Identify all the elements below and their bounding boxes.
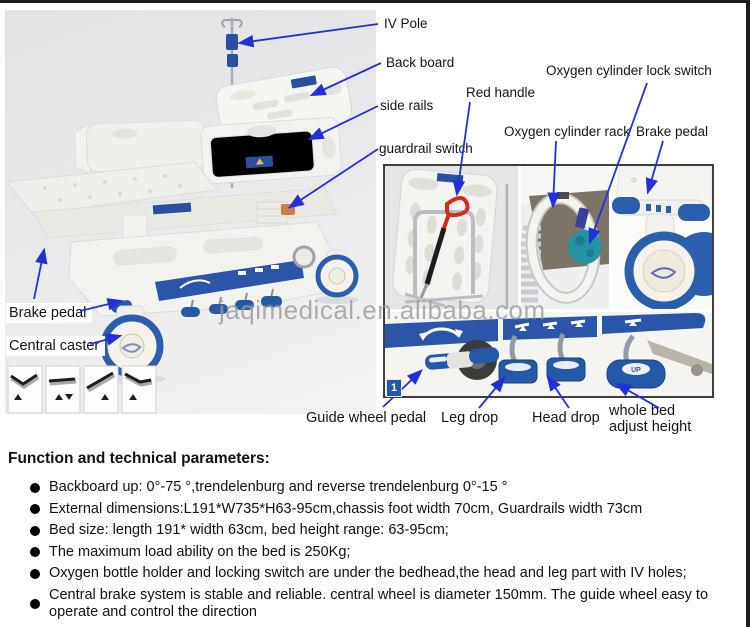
detail-photo-oxygen-rack [521, 166, 609, 309]
label-iv-pole: IV Pole [384, 16, 428, 31]
bed-position-icon-3 [83, 365, 119, 414]
label-head-drop: Head drop [532, 410, 600, 426]
caster-wheel-graphic [624, 231, 704, 309]
specs-heading: Function and technical parameters: [8, 450, 270, 467]
bullet-icon [30, 525, 40, 536]
spec-bullet-row: Central brake system is stable and relia… [30, 587, 744, 622]
metal-arm-graphic [647, 340, 712, 376]
label-back-board: Back board [386, 55, 455, 70]
label-whole-bed-adjust-height: whole bed adjust height [609, 403, 692, 435]
spec-bullet-row: Bed size: length 191* width 63cm, bed he… [30, 522, 744, 540]
side-rail-graphic [200, 117, 342, 185]
spec-bullet-row: The maximum load ability on the bed is 2… [30, 544, 744, 562]
leg-drop-pedal-graphic [498, 335, 538, 384]
metal-frame-graphic [413, 210, 475, 298]
guardrail-switch-graphic [281, 204, 295, 215]
detail-photo-collage: UP [383, 164, 714, 398]
label-central-caster: Central caster [6, 336, 106, 356]
bed-position-icon-1 [7, 365, 43, 414]
red-handle-graphic [444, 196, 470, 218]
bed-position-icon-4 [121, 365, 157, 414]
label-brake-pedal-left: Brake pedal [6, 303, 93, 323]
right-caster-graphic [292, 245, 359, 304]
spec-bullet-row: External dimensions:L191*W735*H63-95cm,c… [30, 501, 744, 519]
pedal-up-text: UP [631, 367, 641, 374]
gas-spring-graphic [424, 227, 447, 285]
label-oxygen-lock-switch: Oxygen cylinder lock switch [546, 63, 712, 78]
spec-bullet-row: Backboard up: 0°-75 °,trendelenburg and … [30, 479, 744, 497]
label-oxygen-rack: Oxygen cylinder rack [504, 124, 631, 139]
specs-section: Function and technical parameters: Backb… [8, 450, 744, 626]
label-red-handle: Red handle [466, 85, 536, 100]
bullet-icon [30, 599, 40, 609]
label-leg-drop: Leg drop [441, 410, 499, 426]
chassis-graphic [68, 221, 336, 317]
label-brake-pedal-right: Brake pedal [636, 124, 709, 139]
bed-position-icon-2 [45, 365, 81, 414]
page-right-border [746, 0, 750, 627]
blue-banner-graphic [385, 313, 706, 348]
detail-photo-pedal-row: UP [385, 312, 712, 396]
guide-wheel-pedal-graphic [425, 340, 500, 380]
detail-photo-red-handle [385, 166, 518, 309]
bullet-icon [30, 482, 40, 493]
page-top-border [0, 0, 750, 3]
bed-platform-graphic [6, 161, 338, 239]
thumbnail-index-badge: 1 [386, 379, 402, 397]
lock-knob-graphic [568, 230, 602, 264]
height-pedal-graphic: UP [606, 334, 666, 389]
pedal-levers-graphic [181, 288, 282, 317]
label-guardrail-switch: guardrail switch [379, 141, 473, 156]
label-side-rails: side rails [380, 98, 434, 113]
bullet-icon [30, 547, 40, 558]
detail-photo-brake-pedal [612, 166, 712, 309]
bullet-icon [30, 568, 40, 579]
bullet-icon [30, 504, 40, 515]
label-guide-wheel-pedal: Guide wheel pedal [306, 410, 427, 426]
spec-bullet-row: Oxygen bottle holder and locking switch … [30, 565, 744, 583]
